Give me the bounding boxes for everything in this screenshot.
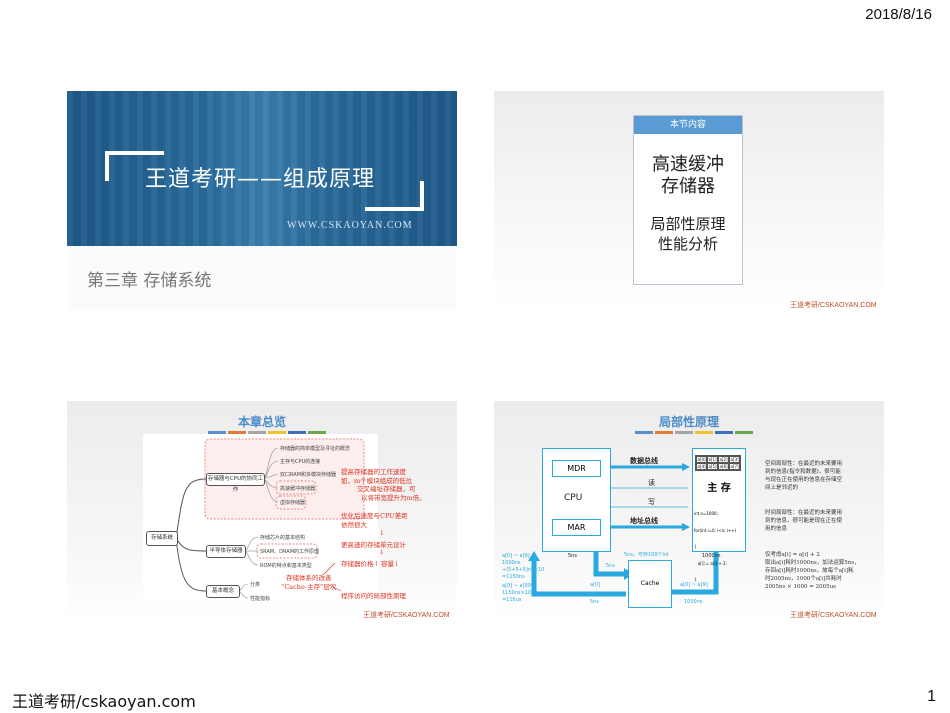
temporal-locality-note: 时间局部性：在最近的未来要用 到的信息，很可能是现在正在使 用的信息 [765,510,843,532]
mindmap-leaf: 性能指标 [250,596,271,602]
slide-heading: 本章总览 [237,415,286,429]
performance-analysis-note: 仅考虑a[i] = a[i] + 2 取出a[i]耗时1000ns，加法运算5n… [765,552,860,590]
branch-basic-concepts: 基本概念 [206,585,240,598]
slide-heading: 局部性原理 [658,415,719,429]
memory-label: 主 存 [707,483,731,494]
write-label: 写 [648,498,655,506]
annotation-speed: 提高存储器的工作速度 如，m个模块组成的低位 交叉编址存储器，可 以将带宽提升为… [341,468,426,502]
main-topic: 高速缓冲 存储器 [652,154,724,197]
mindmap-leaf: 存储器的简单模型及寻址的概念 [280,446,351,452]
site-url: WWW.CSKAOYAN.COM [287,220,413,231]
data-bus-label: 数据总线 [630,457,658,465]
mindmap-panel: 存储系统 存储器与CPU的协同工作 半导体存储器 基本概念 存储器的简单模型及寻… [143,434,378,604]
a0-label: a[0] [590,582,601,588]
mindmap-leaf: 主存与CPU的连接 [280,459,321,465]
branch-cpu-cooperation: 存储器与CPU的协同工作 [206,473,265,493]
mindmap-leaf: 双口RAM和多模块存储器 [280,472,337,478]
footer-site: 王道考研/cskaoyan.com [12,692,196,711]
branch-semiconductor: 半导体存储器 [206,545,246,558]
arrow-down-icon: ↓ [379,529,385,537]
card-header: 本节内容 [634,116,742,134]
annotation-hierarchy: 存储体系的改善 “Cache-主存”层次 [281,574,337,591]
course-title: 王道考研——组成原理 [145,167,376,192]
memory-cells: a[0] a[1] a[2] a[3] a[4] a[5] a[6] a[7] [695,455,741,471]
annotation-arrows [322,562,342,592]
cache-capacity: 5ns，可存100个int [624,552,670,558]
block-label: a[0] ~ a[9] [680,582,708,588]
mindmap-leaf: ROM的特点和基本类型 [260,563,312,569]
mindmap-leaf: 虚拟存储器 [280,500,306,506]
slide-contents[interactable]: 本节内容 高速缓冲 存储器 局部性原理 性能分析 王道考研/CSKAOYAN.C… [494,91,884,310]
chapter-title: 第三章 存储系统 [87,271,212,291]
bracket-top-left [105,151,164,181]
main-memory-block: a[0] a[1] a[2] a[3] a[4] a[5] a[6] a[7] … [692,448,746,582]
memory-latency: 1000ns [702,553,721,559]
to-cache-latency: 5ns [606,563,615,569]
mindmap-leaf: SRAM、DRAM的工作原理 [260,549,320,555]
mdr-register: MDR [552,460,601,477]
mindmap-leaf: 存储芯片的基本结构 [260,535,306,541]
cpu-label: CPU [564,493,583,503]
page-number: 1 [927,688,936,705]
annotation-locality: 程序访问的局部性原理 [341,592,406,600]
calc-left: a[0] ~ a[9] 1000ns +(5+5+5)ns×10 =1150ns… [502,553,545,603]
watermark: 王道考研/CSKAOYAN.COM [363,612,450,619]
date-header: 2018/8/16 [865,6,932,23]
title-banner [67,91,457,246]
watermark: 王道考研/CSKAOYAN.COM [790,612,877,619]
block-latency: 1000ns [684,599,703,605]
mar-register: MAR [552,519,601,536]
mindmap-leaf: 分类 [250,582,261,588]
annotation-price: 存储器价格↑ 容量↓ [341,560,400,568]
annotation-gap: 优化后速度与CPU差距 依然很大 [341,512,408,529]
arrow-down-icon: ↓ [379,548,385,556]
mindmap-root: 存储系统 [146,531,178,546]
mindmap-leaf: 高速缓冲存储器 [280,486,316,492]
code-snippet: int n=1000; for(int i=0; i<n; i++) { a[i… [694,511,737,582]
a0-latency: 5ns [590,599,599,605]
slide-locality[interactable]: 局部性原理 MDR CPU MAR 数据总线 读 写 地址总线 a[0] a[1… [494,401,884,620]
slide-title[interactable]: 王道考研——组成原理 WWW.CSKAOYAN.COM 第三章 存储系统 [67,91,457,310]
sub-topics: 局部性原理 性能分析 [650,215,726,253]
section-card: 本节内容 高速缓冲 存储器 局部性原理 性能分析 [633,115,743,285]
addr-bus-label: 地址总线 [630,517,658,525]
annotation-faster-unit: 更高速的存储单元设计 [341,541,406,549]
cache-block: Cache [628,560,672,608]
read-label: 读 [648,479,655,487]
watermark: 王道考研/CSKAOYAN.COM [790,302,877,309]
spatial-locality-note: 空间局部性：在最近的未来要用 到的信息(指令和数据)，很可能 与现在正在使用的信… [765,461,843,491]
bracket-bottom-right [365,181,424,211]
color-bars [635,431,753,434]
cpu-latency: 5ns [568,553,577,559]
color-bars [208,431,326,434]
slide-overview[interactable]: 本章总览 存储系统 存储器与CPU的协同工作 半导体存储器 基本概念 存储 [67,401,457,620]
